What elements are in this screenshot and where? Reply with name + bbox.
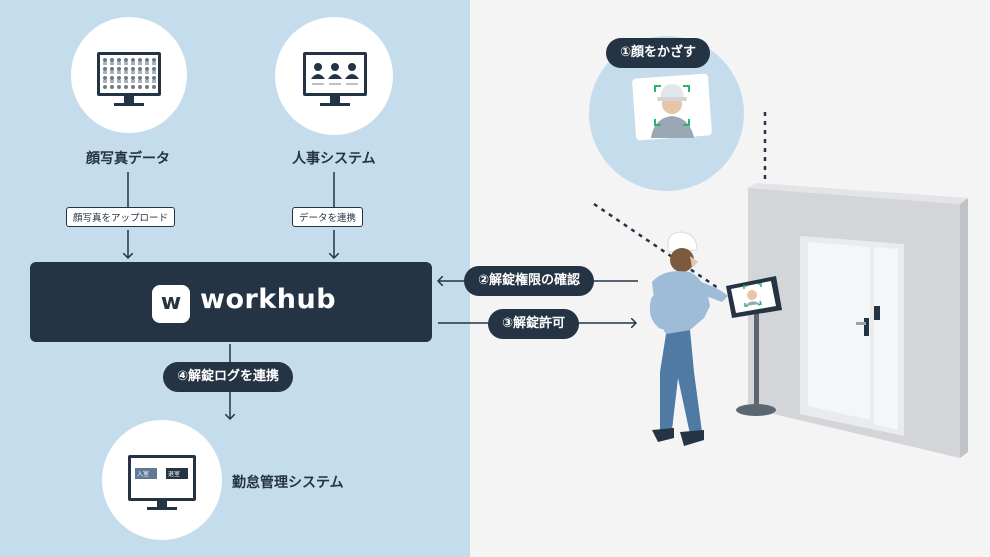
door-wall-illustration bbox=[748, 183, 968, 458]
face-photo-data-label: 顔写真データ bbox=[86, 151, 170, 167]
sync-data-tag: データを連携 bbox=[292, 207, 364, 227]
attendance-in-label: 入室 bbox=[137, 471, 150, 478]
hr-system-circle bbox=[275, 17, 393, 135]
workhub-logo-text: workhub bbox=[200, 284, 337, 315]
step2-pill: ②解錠権限の確認 bbox=[464, 266, 595, 296]
face-tablet-stand-illustration bbox=[726, 276, 782, 416]
attendance-out-label: 退室 bbox=[168, 471, 181, 478]
attendance-system-label: 勤怠管理システム bbox=[232, 475, 344, 491]
upload-faces-tag: 顔写真をアップロード bbox=[66, 207, 176, 227]
hr-system-label: 人事システム bbox=[292, 151, 376, 167]
workhub-logo-icon: w bbox=[152, 285, 190, 323]
person-illustration bbox=[649, 231, 728, 446]
face-photos-circle bbox=[71, 17, 187, 133]
step1-pill: ①顔をかざす bbox=[606, 38, 711, 68]
step4-pill: ④解錠ログを連携 bbox=[163, 362, 294, 392]
workhub-platform-box bbox=[30, 262, 432, 342]
attendance-circle bbox=[102, 420, 222, 540]
step3-pill: ③解錠許可 bbox=[488, 309, 580, 339]
